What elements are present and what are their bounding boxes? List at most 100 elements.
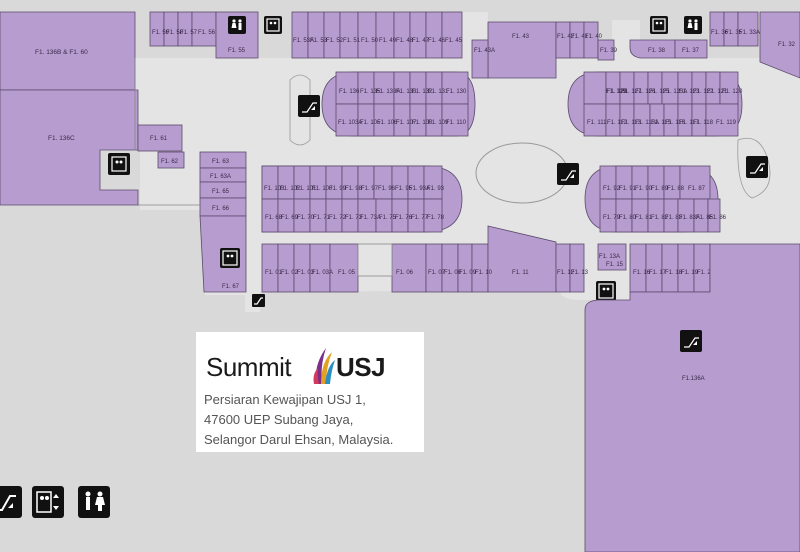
- restroom-icon[interactable]: [228, 16, 246, 34]
- unit-39[interactable]: [597, 39, 615, 61]
- legend-lift-icon[interactable]: [32, 486, 64, 518]
- lift-icon[interactable]: [596, 281, 616, 301]
- escalator-icon[interactable]: [680, 330, 702, 352]
- unit-07[interactable]: [425, 243, 443, 293]
- unit-89[interactable]: [647, 165, 665, 200]
- unit-43a[interactable]: [471, 39, 489, 79]
- restroom-icon[interactable]: [684, 16, 702, 34]
- unit-47[interactable]: [409, 11, 427, 59]
- unit-136a[interactable]: [584, 243, 800, 552]
- unit-12[interactable]: [555, 243, 571, 293]
- unit-110[interactable]: [441, 103, 469, 137]
- unit-35[interactable]: [723, 11, 739, 47]
- unit-91[interactable]: [615, 165, 633, 200]
- unit-127[interactable]: [619, 71, 635, 105]
- unit-43[interactable]: [487, 21, 557, 79]
- unit-88[interactable]: [663, 165, 681, 200]
- unit-98[interactable]: [341, 165, 359, 200]
- unit-13[interactable]: [569, 243, 585, 293]
- unit-49[interactable]: [375, 11, 395, 59]
- unit-56[interactable]: [191, 11, 217, 47]
- unit-20[interactable]: [693, 243, 711, 293]
- unit-130[interactable]: [441, 71, 469, 105]
- unit-126[interactable]: [633, 71, 649, 105]
- unit-03[interactable]: [293, 243, 311, 293]
- unit-33a[interactable]: [737, 11, 759, 47]
- unit-13a-15[interactable]: [597, 243, 627, 271]
- unit-09[interactable]: [457, 243, 473, 293]
- unit-10[interactable]: [471, 243, 489, 293]
- lift-icon[interactable]: [220, 248, 240, 268]
- unit-59[interactable]: [149, 11, 165, 47]
- escalator-icon[interactable]: [746, 156, 768, 178]
- unit-16[interactable]: [629, 243, 647, 293]
- unit-129[interactable]: [583, 71, 607, 105]
- lift-icon[interactable]: [108, 153, 130, 175]
- unit-93[interactable]: [423, 165, 443, 200]
- unit-06[interactable]: [391, 243, 427, 293]
- unit-78[interactable]: [423, 198, 443, 233]
- unit-123[interactable]: [677, 71, 693, 105]
- unit-90[interactable]: [631, 165, 649, 200]
- lift-icon[interactable]: [264, 16, 282, 34]
- unit-50[interactable]: [357, 11, 377, 59]
- unit-87[interactable]: [679, 165, 711, 200]
- unit-99[interactable]: [325, 165, 343, 200]
- unit-32[interactable]: [759, 11, 800, 79]
- unit-119[interactable]: [705, 103, 739, 137]
- unit-37[interactable]: [674, 39, 708, 59]
- lift-icon[interactable]: [650, 16, 668, 34]
- unit-41[interactable]: [569, 21, 585, 59]
- unit-136c[interactable]: [0, 89, 139, 206]
- unit-120[interactable]: [719, 71, 739, 105]
- unit-101[interactable]: [293, 165, 311, 200]
- unit-03a[interactable]: [309, 243, 331, 293]
- unit-01[interactable]: [261, 243, 279, 293]
- unit-86[interactable]: [707, 198, 721, 233]
- unit-96[interactable]: [373, 165, 393, 200]
- unit-38[interactable]: [629, 39, 676, 59]
- unit-46[interactable]: [425, 11, 443, 59]
- unit-08[interactable]: [441, 243, 459, 293]
- unit-121[interactable]: [705, 71, 721, 105]
- unit-135[interactable]: [357, 71, 375, 105]
- unit-123a[interactable]: [661, 71, 679, 105]
- unit-133a[interactable]: [373, 71, 395, 105]
- unit-40[interactable]: [583, 21, 599, 59]
- unit-97[interactable]: [357, 165, 375, 200]
- legend-restroom-icon[interactable]: [78, 486, 110, 518]
- unit-133[interactable]: [393, 71, 411, 105]
- legend-escalator-icon[interactable]: [0, 486, 22, 518]
- unit-92[interactable]: [599, 165, 617, 200]
- unit-42[interactable]: [555, 21, 571, 59]
- unit-51[interactable]: [339, 11, 359, 59]
- unit-95[interactable]: [391, 165, 409, 200]
- escalator-icon[interactable]: [557, 163, 579, 185]
- unit-53[interactable]: [307, 11, 325, 59]
- escalator-icon[interactable]: [298, 95, 320, 117]
- unit-17[interactable]: [645, 243, 663, 293]
- unit-05[interactable]: [329, 243, 359, 293]
- unit-53a[interactable]: [291, 11, 309, 59]
- unit-132[interactable]: [409, 71, 427, 105]
- unit-93a[interactable]: [407, 165, 425, 200]
- unit-122[interactable]: [691, 71, 707, 105]
- unit-45[interactable]: [441, 11, 463, 59]
- unit-02[interactable]: [277, 243, 295, 293]
- unit-19[interactable]: [677, 243, 695, 293]
- escalator-icon[interactable]: [252, 294, 265, 307]
- unit-36[interactable]: [709, 11, 725, 47]
- unit-103[interactable]: [261, 165, 279, 200]
- unit-18[interactable]: [661, 243, 679, 293]
- unit-58[interactable]: [163, 11, 179, 47]
- unit-125[interactable]: [647, 71, 663, 105]
- unit-136[interactable]: [335, 71, 359, 105]
- unit-102[interactable]: [277, 165, 295, 200]
- unit-52[interactable]: [323, 11, 341, 59]
- unit-131[interactable]: [425, 71, 443, 105]
- unit-128[interactable]: [605, 71, 621, 105]
- unit-48[interactable]: [393, 11, 411, 59]
- unit-61[interactable]: [137, 124, 183, 152]
- unit-57[interactable]: [177, 11, 193, 47]
- unit-62[interactable]: [157, 151, 185, 169]
